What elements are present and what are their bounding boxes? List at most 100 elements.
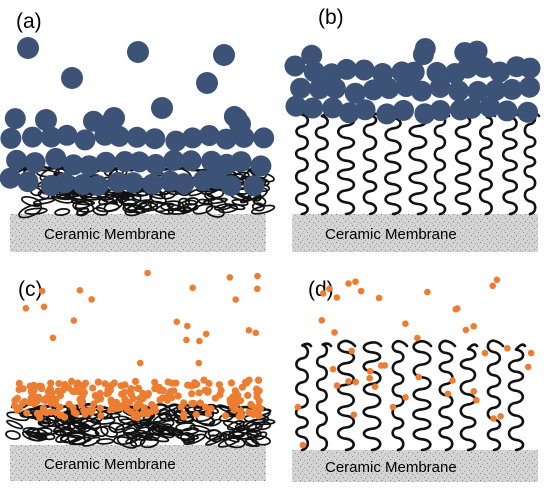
small-particle — [173, 318, 181, 326]
panel-b: (b) Ceramic Membrane — [284, 6, 541, 252]
small-particle — [202, 403, 210, 411]
small-particle — [424, 288, 431, 296]
small-particle — [96, 404, 104, 412]
collapsed-polymer — [244, 437, 260, 448]
large-particle — [24, 152, 46, 174]
ceramic-membrane-a — [10, 214, 266, 252]
collapsed-polymer — [5, 430, 21, 440]
small-particle — [318, 317, 326, 324]
large-particle — [285, 95, 307, 117]
small-particle — [103, 390, 111, 398]
small-particle — [168, 394, 176, 402]
panel-a: (a) Ceramic Membrane — [0, 10, 276, 252]
large-particle — [63, 154, 84, 176]
small-particle — [90, 400, 98, 408]
collapsed-polymer — [204, 193, 216, 201]
large-particle — [145, 153, 167, 175]
small-particle — [97, 412, 105, 420]
small-particle — [415, 373, 423, 381]
large-particle — [344, 82, 366, 104]
collapsed-polymer — [176, 433, 200, 441]
ceramic-membrane-b — [292, 214, 538, 252]
polymer-brush — [408, 112, 429, 216]
small-particle — [473, 396, 480, 404]
small-particle — [490, 415, 497, 422]
small-particle — [192, 410, 200, 419]
small-particle — [326, 285, 333, 293]
small-particle — [215, 381, 223, 389]
small-particle — [527, 349, 535, 357]
large-particle — [213, 44, 235, 66]
membrane-label-b: Ceramic Membrane — [325, 226, 457, 243]
large-particle — [83, 110, 104, 132]
small-particle — [23, 409, 31, 417]
large-particle — [519, 76, 540, 98]
small-particle — [245, 376, 253, 384]
small-particle — [132, 403, 141, 411]
small-particle — [232, 388, 240, 396]
small-particle — [371, 383, 379, 391]
collapsed-polymer — [127, 199, 151, 211]
small-particle — [470, 323, 478, 330]
collapsed-polymer — [64, 431, 86, 439]
large-particle — [378, 78, 400, 99]
large-particle — [142, 173, 163, 195]
collapsed-polymer — [94, 426, 109, 438]
small-particle — [196, 337, 203, 345]
small-particle — [196, 399, 204, 407]
large-particle — [338, 102, 360, 124]
ceramic-membrane-c — [10, 445, 266, 481]
small-particle — [402, 394, 409, 401]
collapsed-polymer — [189, 424, 210, 433]
small-particle — [449, 377, 456, 384]
collapsed-polymer — [18, 203, 43, 219]
large-particle — [122, 172, 144, 194]
collapsed-polymer — [113, 192, 133, 199]
small-particle — [366, 374, 373, 382]
small-particle — [107, 396, 115, 404]
large-particle — [196, 72, 218, 94]
polymer-brush — [336, 112, 357, 216]
large-particle — [61, 67, 83, 89]
large-particle — [519, 57, 541, 79]
small-particle — [15, 385, 23, 394]
small-particle — [247, 400, 255, 408]
small-particle — [230, 406, 238, 414]
collapsed-polymer — [21, 195, 42, 208]
small-particle — [444, 390, 452, 398]
large-particle — [22, 126, 43, 148]
polymer-brush — [412, 339, 433, 452]
large-particle — [336, 58, 358, 80]
large-particle — [284, 55, 306, 77]
small-particle — [319, 290, 327, 297]
large-particle — [322, 97, 344, 119]
small-particle — [462, 326, 470, 334]
collapsed-polymer — [222, 420, 247, 432]
collapsed-polymer — [133, 419, 153, 429]
large-particle — [302, 97, 324, 119]
large-particle — [127, 41, 149, 63]
polymer-brush — [501, 113, 521, 216]
collapsed-polymer — [99, 196, 119, 205]
large-particle — [429, 100, 451, 121]
large-particle — [35, 109, 57, 131]
large-particle — [87, 175, 109, 196]
small-particle — [120, 388, 128, 397]
large-particle — [72, 174, 94, 195]
small-particle — [245, 327, 253, 334]
polymer-brush — [433, 112, 451, 216]
large-particle — [230, 151, 252, 173]
polymer-brush — [454, 112, 474, 216]
particles-free-a — [17, 37, 251, 135]
small-particle — [76, 287, 84, 294]
small-particle — [22, 305, 30, 312]
small-particle — [402, 320, 409, 328]
small-particle — [222, 412, 230, 420]
small-particle — [140, 404, 148, 412]
panel-c: (c) Ceramic Membrane — [5, 269, 276, 481]
large-particle — [324, 77, 346, 99]
large-particle — [215, 128, 237, 150]
collapsed-polymer — [152, 412, 173, 425]
collapsed-polymer — [183, 433, 206, 445]
polymer-brush — [478, 112, 497, 216]
